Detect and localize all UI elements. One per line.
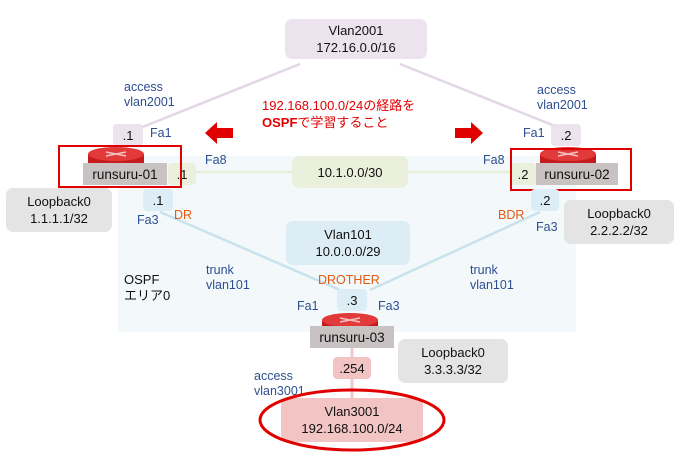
r2-highlight <box>510 148 632 191</box>
r1-fa1-port: Fa1 <box>150 126 172 140</box>
right-arrow-icon <box>455 122 483 144</box>
r3-fa1-port: Fa1 <box>297 299 319 313</box>
loopback-r1-box: Loopback0 1.1.1.1/32 <box>6 188 112 232</box>
link-vlan2001-r2 <box>399 62 561 130</box>
link-r1-r2-subnet: 10.1.0.0/30 <box>317 164 383 180</box>
r2-fa8-port: Fa8 <box>483 153 505 167</box>
vlan2001-name: Vlan2001 <box>328 23 384 38</box>
vlan3001-name: Vlan3001 <box>324 404 380 419</box>
link-r1-r3 <box>159 210 341 292</box>
r3-access-ip: .254 <box>333 357 371 379</box>
loopback-r2-box: Loopback0 2.2.2.2/32 <box>564 200 674 244</box>
r1-highlight <box>58 145 182 188</box>
link-r1-r2-box: 10.1.0.0/30 <box>292 156 408 188</box>
vlan3001-box: Vlan3001 192.168.100.0/24 <box>281 398 423 442</box>
loopback-r1-name: Loopback0 <box>27 194 91 209</box>
router-r3-label: runsuru-03 <box>310 326 394 348</box>
loopback-r2-ip: 2.2.2.2/32 <box>590 223 648 238</box>
vlan101-box: Vlan101 10.0.0.0/29 <box>286 221 410 265</box>
r2-fa8-ip: .2 <box>510 163 536 185</box>
r2-fa3-port: Fa3 <box>536 220 558 234</box>
vlan2001-subnet: 172.16.0.0/16 <box>316 40 396 55</box>
r1-fa1-ip: .1 <box>113 124 143 146</box>
requirement-line2: で学習すること <box>297 115 389 130</box>
vlan2001-box: Vlan2001 172.16.0.0/16 <box>285 19 427 59</box>
loopback-r1-ip: 1.1.1.1/32 <box>30 211 88 226</box>
requirement-line1: 192.168.100.0/24の経路を <box>262 98 416 113</box>
r2-role: BDR <box>498 208 525 222</box>
vlan3001-highlight-ellipse <box>258 388 446 452</box>
link-r2-r3 <box>369 210 541 292</box>
r3-fa3-port: Fa3 <box>378 299 400 313</box>
router-r2-label: runsuru-02 <box>536 163 618 185</box>
vlan101-name: Vlan101 <box>324 227 372 242</box>
requirement-note: 192.168.100.0/24の経路を OSPFで学習すること <box>262 97 415 131</box>
router-r1-label: runsuru-01 <box>83 163 167 185</box>
r2-fa3-ip: .2 <box>531 189 559 211</box>
vlan101-subnet: 10.0.0.0/29 <box>315 244 381 259</box>
r1-fa8-ip: .1 <box>168 163 196 185</box>
loopback-r2-name: Loopback0 <box>587 206 651 221</box>
r3-role: DROTHER <box>318 273 380 287</box>
r3-fa-ip: .3 <box>337 289 367 311</box>
loopback-r3-name: Loopback0 <box>421 345 485 360</box>
r1-role: DR <box>174 208 193 222</box>
vlan3001-subnet: 192.168.100.0/24 <box>301 421 403 436</box>
r2-fa1-ip: .2 <box>551 124 581 146</box>
loopback-r3-ip: 3.3.3.3/32 <box>424 362 482 377</box>
r1-fa8-port: Fa8 <box>205 153 227 167</box>
r1-fa3-ip: .1 <box>143 189 173 211</box>
loopback-r3-box: Loopback0 3.3.3.3/32 <box>398 339 508 383</box>
r1-fa3-port: Fa3 <box>137 213 159 227</box>
requirement-ospf: OSPF <box>262 115 298 130</box>
left-arrow-icon <box>205 122 233 144</box>
r2-fa1-port: Fa1 <box>523 126 545 140</box>
link-vlan2001-r1 <box>139 62 301 130</box>
